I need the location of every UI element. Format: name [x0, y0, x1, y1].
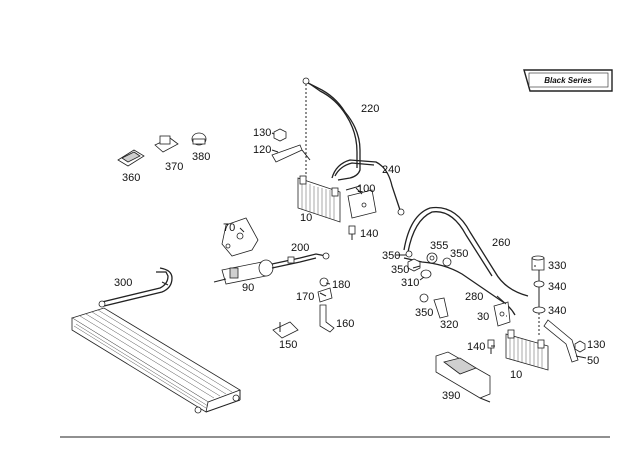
small-parts-cluster: [117, 132, 207, 167]
radiator-assembly: [71, 267, 241, 414]
label-355: 355: [430, 240, 448, 252]
label-200: 200: [291, 242, 309, 254]
oil-cooler-upper: [297, 175, 341, 223]
label-350-c: 350: [391, 264, 409, 276]
label-100: 100: [357, 183, 375, 195]
hose-260-assembly: [403, 206, 546, 336]
label-310: 310: [401, 277, 419, 289]
upper-oil-cooler-assembly: [271, 77, 405, 240]
leader-lines: [161, 132, 587, 359]
label-50: 50: [587, 355, 599, 367]
label-320: 320: [440, 319, 458, 331]
label-360: 360: [122, 172, 140, 184]
label-160: 160: [336, 318, 354, 330]
label-220: 220: [361, 103, 379, 115]
oil-cooler-lower: [505, 329, 549, 371]
badge-text: Black Series: [544, 76, 592, 85]
part-380-cap: [191, 132, 207, 146]
part-360-clip: [117, 149, 145, 167]
lower-oil-cooler-assembly: [435, 301, 586, 403]
label-340-b: 340: [548, 305, 566, 317]
label-130-upper: 130: [253, 127, 271, 139]
label-330: 330: [548, 260, 566, 272]
label-30: 30: [477, 311, 489, 323]
label-340-a: 340: [548, 281, 566, 293]
label-280: 280: [465, 291, 483, 303]
label-10-lower: 10: [510, 369, 522, 381]
label-140-upper: 140: [360, 228, 378, 240]
label-350-b: 350: [450, 248, 468, 260]
label-170: 170: [296, 291, 314, 303]
label-240: 240: [382, 164, 400, 176]
black-series-badge: Black Series: [523, 69, 613, 92]
label-10-upper: 10: [300, 212, 312, 224]
radiator-core: [71, 307, 241, 414]
part-labels: 220 130 120 240 100 10 140 360 370 380 7…: [114, 103, 605, 402]
label-350-a: 350: [382, 250, 400, 262]
label-180: 180: [332, 279, 350, 291]
label-300: 300: [114, 277, 132, 289]
label-380: 380: [192, 151, 210, 163]
label-150: 150: [279, 339, 297, 351]
label-350-d: 350: [415, 307, 433, 319]
mount-brackets: [272, 277, 335, 339]
label-90: 90: [242, 282, 254, 294]
label-120: 120: [253, 144, 271, 156]
label-140-lower: 140: [467, 341, 485, 353]
label-370: 370: [165, 161, 183, 173]
label-70: 70: [223, 222, 235, 234]
label-130-lower: 130: [587, 339, 605, 351]
label-390: 390: [442, 390, 460, 402]
part-370-clip: [154, 135, 179, 153]
label-260: 260: [492, 237, 510, 249]
pump-assembly: [213, 217, 330, 285]
